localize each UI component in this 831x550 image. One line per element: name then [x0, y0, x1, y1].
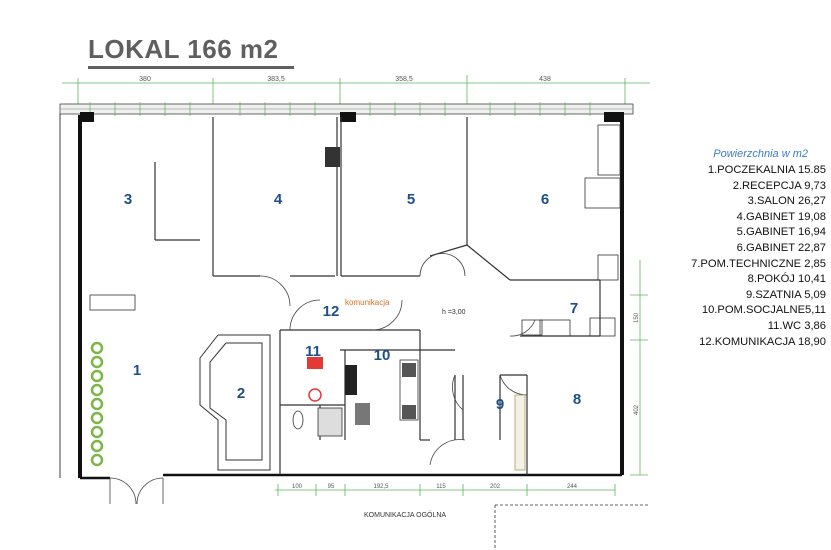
- bottom-dimension-line: [275, 484, 616, 496]
- interior-doors: [259, 253, 536, 466]
- reception-counter: [199, 334, 271, 471]
- room-number-9: 9: [496, 396, 504, 413]
- column: [604, 112, 624, 122]
- cabinet: [584, 177, 621, 209]
- page-title: LOKAL 166 m2: [88, 34, 279, 64]
- room-number-6: 6: [541, 191, 549, 208]
- outer-walls: [59, 114, 624, 480]
- hob: [402, 405, 416, 419]
- legend-item-5: 5.GABINET 16,94: [736, 226, 826, 239]
- dim-right-2: 402: [634, 404, 640, 415]
- kitchen-counter: [399, 359, 419, 421]
- bench: [89, 294, 136, 311]
- right-dimension-line: [630, 260, 648, 476]
- stove: [402, 363, 416, 377]
- entrance-door: [109, 477, 164, 505]
- lockers: [514, 394, 526, 471]
- corridor-label: komunikacja: [345, 298, 390, 307]
- legend-item-8: 8.POKÓJ 10,41: [747, 273, 826, 286]
- interior-walls: [154, 117, 601, 475]
- dim-top-3: 358,5: [395, 76, 413, 83]
- sink: [521, 319, 543, 336]
- room-number-5: 5: [407, 191, 415, 208]
- room-number-11: 11: [305, 343, 321, 360]
- legend-item-1: 1.POCZEKALNIA 15.85: [707, 164, 826, 176]
- sink-room-4: [325, 147, 340, 167]
- sink-unit: [597, 254, 619, 281]
- toilet: [308, 388, 322, 402]
- room-number-10: 10: [374, 347, 391, 364]
- disabled-sign: [307, 357, 323, 369]
- equipment: [589, 317, 616, 337]
- room-number-4: 4: [274, 191, 283, 208]
- dim-bottom-6: 244: [567, 484, 578, 490]
- dim-bottom-5: 202: [490, 484, 501, 490]
- common-corridor-label: KOMUNIKACJA OGÓLNA: [364, 510, 446, 519]
- dim-top-2: 383,5: [267, 76, 285, 83]
- window-mullions: [89, 102, 591, 116]
- dim-right-1: 150: [634, 312, 640, 323]
- title-underline: [88, 66, 294, 69]
- area-legend: Powierzchnia w m2 1.POCZEKALNIA 15.85 2.…: [650, 148, 826, 350]
- dim-bottom-1: 100: [292, 484, 303, 490]
- legend-item-6: 6.GABINET 22,87: [736, 241, 826, 254]
- legend-item-10: 10.POM.SOCJALNE5,11: [701, 304, 826, 317]
- legend-heading: Powierzchnia w m2: [713, 148, 808, 160]
- sink-kitchen: [355, 403, 370, 425]
- common-corridor-lines: [494, 504, 650, 550]
- room-number-12: 12: [323, 303, 340, 320]
- legend-item-12: 12.KOMUNIKACJA 18,90: [699, 335, 826, 348]
- column: [80, 112, 94, 122]
- room-number-1: 1: [133, 362, 141, 379]
- ceiling-height-label: h =3,00: [442, 309, 466, 316]
- shower: [317, 407, 343, 437]
- column: [340, 112, 356, 122]
- room-number-3: 3: [124, 191, 132, 208]
- dim-bottom-2: 95: [328, 484, 335, 490]
- room-number-2: 2: [237, 385, 245, 402]
- dim-bottom-4: 115: [436, 484, 446, 490]
- legend-item-4: 4.GABINET 19,08: [736, 210, 826, 223]
- legend-item-9: 9.SZATNIA 5,09: [745, 288, 826, 301]
- wardrobe: [597, 124, 621, 176]
- urinal: [292, 410, 304, 430]
- legend-item-11: 11.WC 3,86: [767, 319, 826, 332]
- dim-top-1: 380: [139, 76, 151, 83]
- dim-top-4: 438: [539, 76, 551, 83]
- legend-item-2: 2.RECEPCJA 9,73: [732, 179, 826, 192]
- waiting-chairs: [90, 341, 104, 467]
- legend-item-3: 3.SALON 26,27: [747, 195, 826, 208]
- dim-bottom-3: 192,5: [373, 484, 389, 490]
- desk: [539, 319, 571, 337]
- fridge: [345, 365, 357, 395]
- legend-item-7: 7.POM.TECHNICZNE 2,85: [691, 257, 826, 270]
- room-number-8: 8: [573, 391, 581, 408]
- room-number-7: 7: [570, 300, 578, 317]
